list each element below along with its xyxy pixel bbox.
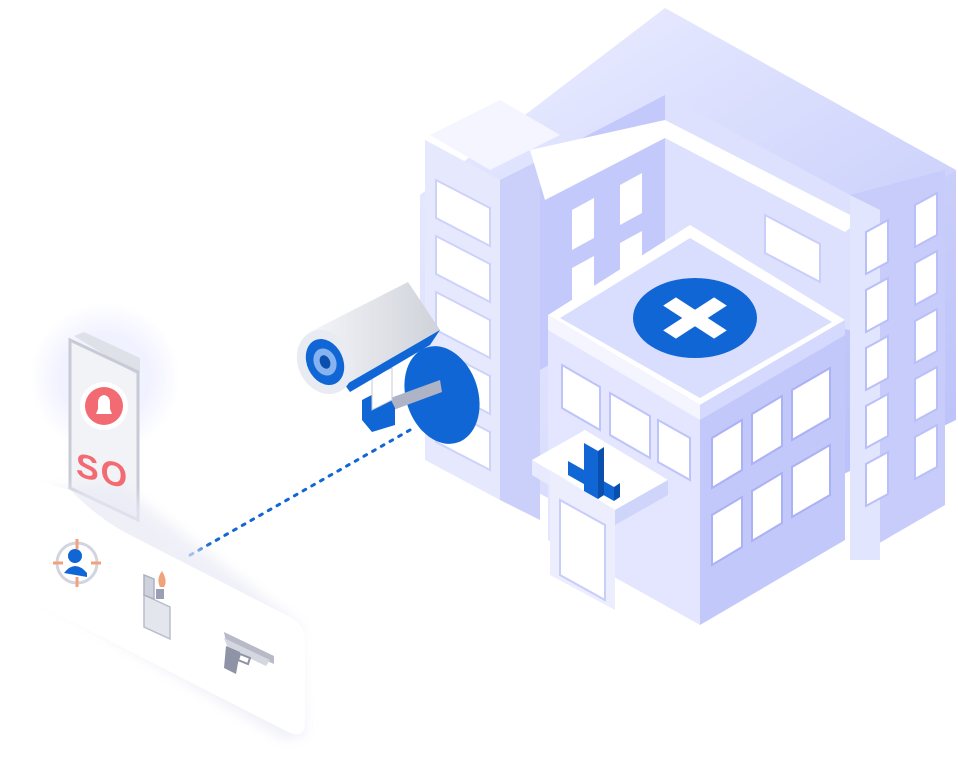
hospital-building — [420, 8, 956, 625]
hospital-cross-icon — [633, 278, 757, 358]
hospital-sign-icon — [568, 443, 620, 501]
pistol-icon — [224, 632, 274, 674]
sos-phone-card — [30, 303, 180, 523]
detection-card — [30, 482, 305, 740]
person-target-icon — [53, 539, 101, 587]
connection-line — [183, 428, 412, 560]
lighter-icon — [143, 571, 171, 641]
security-camera-icon — [296, 282, 480, 444]
alert-bell-icon — [80, 382, 128, 430]
